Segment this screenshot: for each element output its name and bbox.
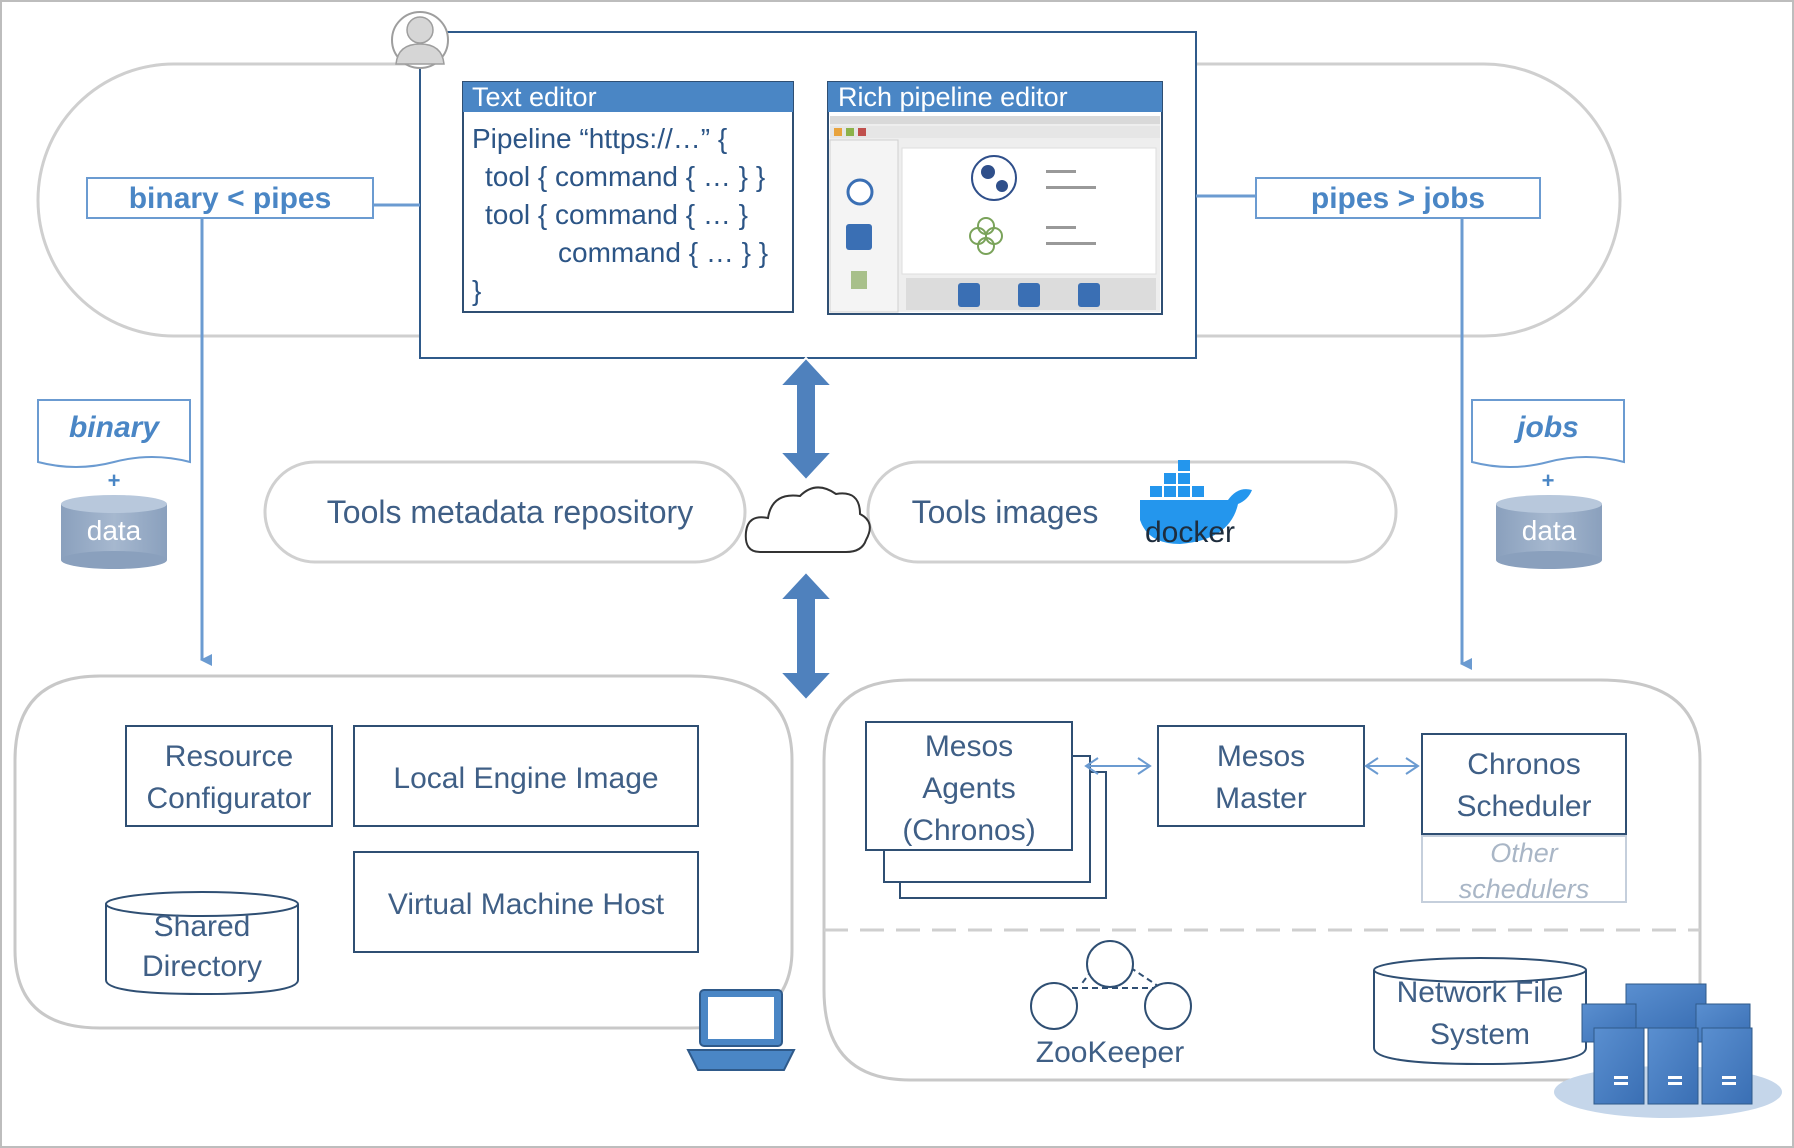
- text-editor-title: Text editor: [472, 82, 597, 112]
- chronos-scheduler-line: Chronos: [1467, 748, 1580, 781]
- user-icon: [391, 11, 449, 69]
- code-line: Pipeline “https://…” {: [472, 123, 727, 154]
- text-editor-titlebar: [463, 82, 793, 112]
- server-rack-icon: [1554, 983, 1782, 1118]
- double-arrow-top: [777, 356, 835, 482]
- mesos-master-line: Mesos: [1217, 740, 1305, 773]
- tools-images-pill: [866, 460, 1398, 564]
- local-engine-image-box: [353, 725, 699, 827]
- network-fs-line: System: [1430, 1018, 1530, 1051]
- double-arrow-bottom: [777, 570, 835, 702]
- data-label-left: data: [87, 515, 142, 546]
- virtual-machine-host-box: [353, 851, 699, 953]
- mesos-agents-stack: [865, 721, 1107, 899]
- virtual-machine-host-label: Virtual Machine Host: [388, 888, 665, 921]
- data-cylinder-right: [1496, 495, 1602, 569]
- pipes-jobs-label: pipes > jobs: [1311, 182, 1485, 215]
- metadata-repo-pill: [263, 460, 747, 564]
- code-line: command { … } }: [558, 237, 768, 268]
- local-engine-image-label: Local Engine Image: [393, 762, 658, 795]
- cloud-icon: [744, 486, 871, 553]
- data-cylinder-left: [61, 495, 167, 569]
- rich-editor-titlebar: [828, 82, 1162, 112]
- zookeeper-graph-icon: [1030, 940, 1192, 1030]
- plus-sign: +: [1542, 468, 1555, 493]
- tools-images-label: Tools images: [912, 494, 1099, 530]
- other-schedulers-line: schedulers: [1459, 874, 1590, 904]
- resource-configurator-line: Resource: [165, 740, 293, 773]
- shared-directory-cylinder: [105, 891, 299, 996]
- plus-sign: +: [108, 468, 121, 493]
- mesos-master-box: [1157, 725, 1365, 827]
- bidirectional-arrow: [1084, 757, 1152, 775]
- resource-configurator-box: [125, 725, 333, 827]
- binary-pipes-label-box: [86, 177, 374, 219]
- code-line: tool { command { … } }: [485, 161, 765, 192]
- network-file-system-cylinder: [1373, 957, 1587, 1066]
- jobs-document: [1471, 399, 1625, 468]
- other-schedulers-box: [1421, 835, 1627, 903]
- code-line: }: [472, 275, 481, 306]
- shared-directory-line: Directory: [142, 950, 262, 983]
- text-editor-panel: [462, 81, 794, 313]
- mesos-master-line: Master: [1215, 782, 1307, 815]
- data-label-right: data: [1522, 515, 1577, 546]
- docker-wordmark: docker: [1145, 516, 1235, 549]
- resource-configurator-line: Configurator: [146, 782, 311, 815]
- metadata-repo-label: Tools metadata repository: [327, 494, 693, 530]
- mesos-agents-line: Agents: [922, 772, 1015, 805]
- mesos-agents-line: (Chronos): [902, 814, 1035, 847]
- other-schedulers-line: Other: [1490, 838, 1559, 868]
- jobs-doc-label: jobs: [1513, 411, 1579, 444]
- network-fs-line: Network File: [1397, 976, 1564, 1009]
- laptop-icon: [686, 989, 796, 1071]
- rich-editor-screenshot: [829, 116, 1160, 313]
- chronos-scheduler-box: [1421, 733, 1627, 835]
- mesos-agents-line: Mesos: [925, 730, 1013, 763]
- shared-directory-line: Shared: [154, 910, 251, 943]
- docker-whale-icon: [1140, 460, 1252, 544]
- chronos-scheduler-line: Scheduler: [1456, 790, 1591, 823]
- pipes-jobs-label-box: [1255, 177, 1541, 219]
- binary-doc-label: binary: [69, 411, 160, 444]
- binary-pipes-label: binary < pipes: [129, 182, 332, 215]
- code-line: tool { command { … }: [485, 199, 748, 230]
- binary-document: [37, 399, 191, 468]
- bidirectional-arrow: [1364, 757, 1420, 775]
- zookeeper-label: ZooKeeper: [1036, 1036, 1184, 1069]
- rich-editor-title: Rich pipeline editor: [838, 82, 1068, 112]
